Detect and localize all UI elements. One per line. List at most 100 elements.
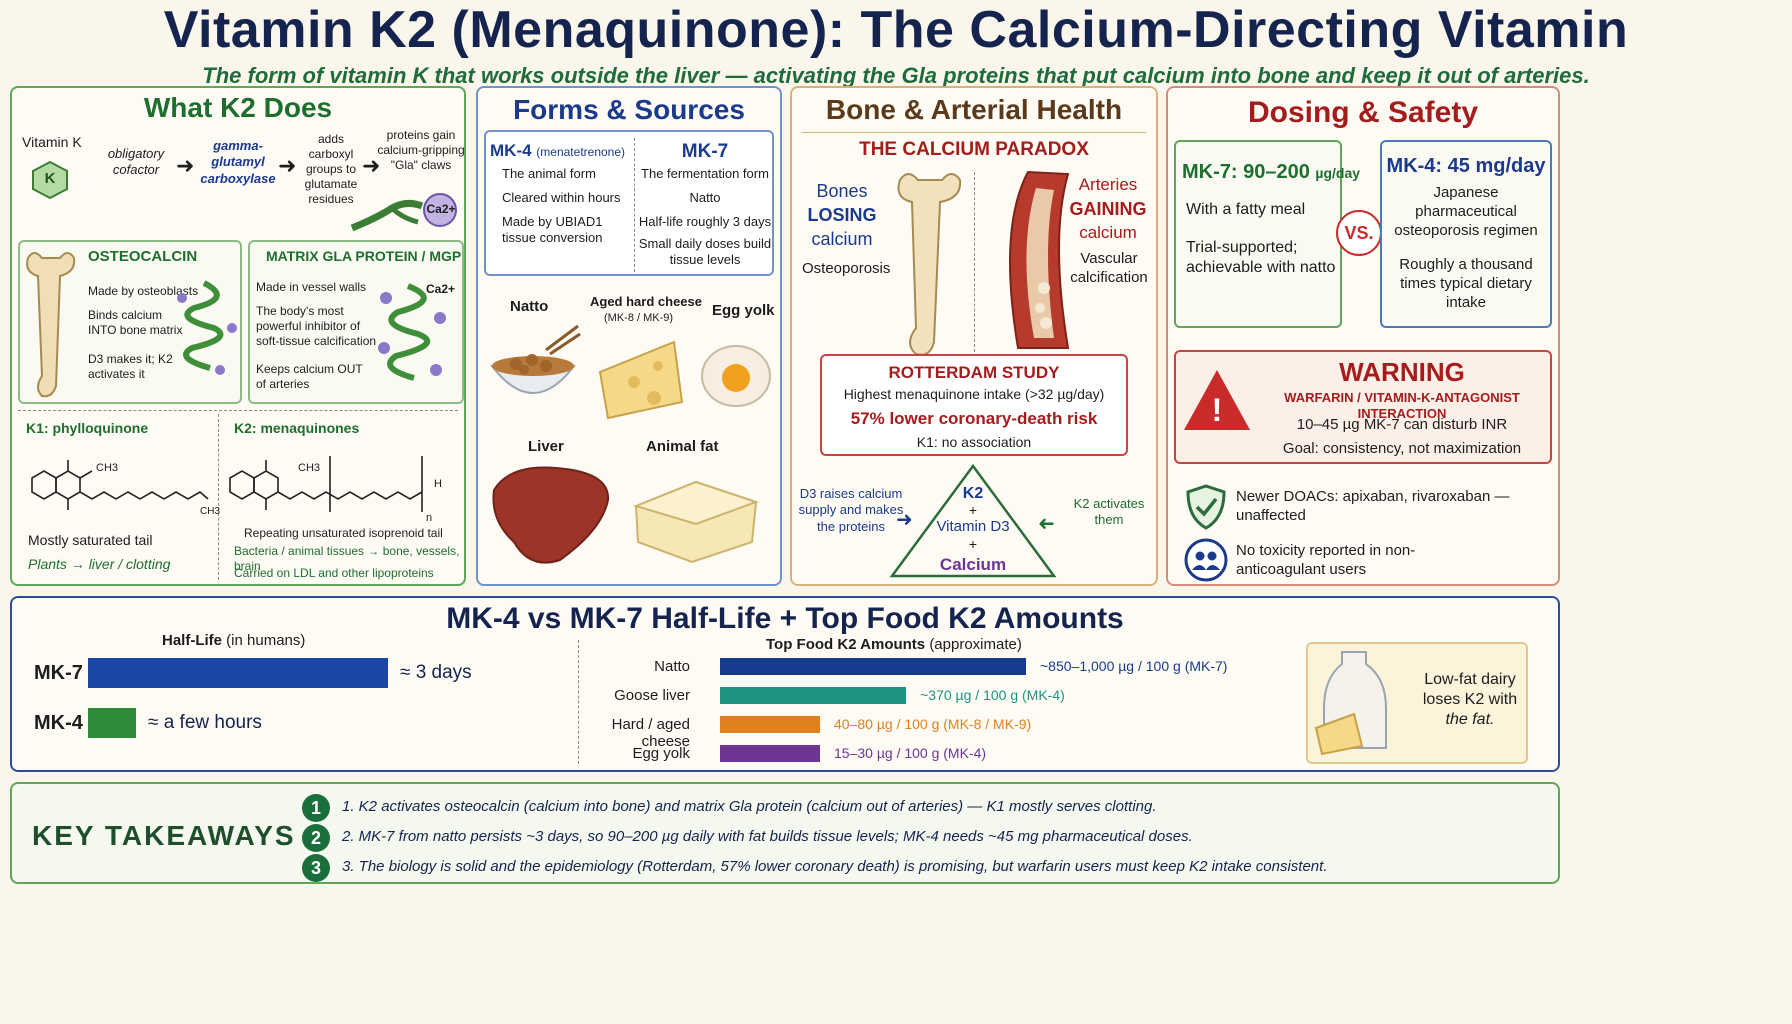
- k1-path-label: Plants → liver / clotting: [28, 556, 171, 572]
- triangle-calcium: Calcium: [939, 555, 1007, 574]
- arrow-icon: ➜: [278, 153, 297, 178]
- takeaway-item: 3. The biology is solid and the epidemio…: [342, 858, 1328, 875]
- vs-label: VS.: [1344, 223, 1374, 243]
- mk4-dose-box: [1380, 140, 1552, 328]
- k2-carried-label: Carried on LDL and other lipoproteins: [234, 566, 434, 580]
- takeaways-panel: KEY TAKEAWAYS 1 1. K2 activates osteocal…: [10, 782, 1560, 884]
- k2-note: K2 activates them: [1073, 496, 1145, 528]
- mgp-line3: Keeps calcium OUT of arteries: [256, 362, 363, 391]
- osteocalcin-line3: D3 makes it; K2 activates it: [88, 352, 173, 381]
- gaining-label: GAINING: [1069, 199, 1147, 219]
- egg-label: Egg yolk: [712, 302, 775, 319]
- divider: [634, 138, 635, 272]
- mk4-line2: Cleared within hours: [502, 190, 621, 205]
- mk4-dose-line2: Roughly a thousand times typical dietary…: [1399, 256, 1533, 311]
- warning-title: WARNING: [1339, 357, 1465, 387]
- bar-value-label: 40–80 µg / 100 g (MK-8 / MK-9): [834, 716, 1032, 732]
- protein-coil-icon: [177, 280, 237, 375]
- panel-title: Bone & Arterial Health: [825, 94, 1123, 125]
- forms-sources-panel: Forms & Sources MK-4 (menatetrenone) The…: [476, 86, 782, 586]
- forms-compare-box: [484, 130, 774, 276]
- lowfat-text: Low-fat dairy loses K2 with: [1422, 671, 1518, 708]
- rotterdam-box: [820, 354, 1128, 456]
- warning-sub: WARFARIN / VITAMIN-K-ANTAGONIST INTERACT…: [1284, 390, 1520, 422]
- bar-category-label: MK-7: [34, 662, 83, 684]
- arrow-icon: ➜: [176, 153, 195, 178]
- k2-title: K2: menaquinones: [234, 420, 360, 436]
- cheese-label: Aged hard cheese: [590, 294, 702, 309]
- bar: [720, 658, 1026, 675]
- bar: [720, 687, 907, 704]
- bar-category-label: MK-4: [34, 712, 83, 734]
- bar: [720, 745, 820, 762]
- mk4-dose-line1: Japanese pharmaceutical osteoporosis reg…: [1394, 184, 1538, 239]
- takeaway-item: 1. K2 activates osteocalcin (calcium int…: [342, 798, 1157, 815]
- rotterdam-line1: Highest menaquinone intake (>32 µg/day): [843, 386, 1105, 402]
- d3-note: D3 raises calcium supply and makes the p…: [798, 486, 904, 534]
- users-icon: [1184, 538, 1228, 582]
- mk4-line3: Made by UBIAD1 tissue conversion: [502, 214, 603, 246]
- bar-category-label: Goose liver: [614, 687, 690, 704]
- mk7-line1: The fermentation form: [641, 166, 769, 181]
- rotterdam-line2: 57% lower coronary-death risk: [850, 409, 1098, 428]
- arrow-icon: ➜: [1038, 513, 1055, 535]
- mk4-dose-title: MK-4: 45 mg/day: [1386, 155, 1546, 177]
- milk-jug-icon: [1314, 651, 1387, 756]
- takeaway-number: 2: [302, 824, 330, 852]
- lowfat-note: Low-fat dairy loses K2 with the fat.: [1416, 670, 1524, 730]
- adds-carboxyl-label: adds carboxyl groups to glutamate residu…: [304, 132, 358, 206]
- bar-value-label: ~850–1,000 µg / 100 g (MK-7): [1040, 658, 1228, 674]
- mk4-name: MK-4: [490, 141, 532, 160]
- vascular-label: Vascular calcification: [1070, 250, 1148, 286]
- synergy-triangle: [889, 463, 1057, 578]
- k2-ch3-label: CH3: [298, 462, 321, 474]
- shield-check-icon: [1186, 484, 1226, 530]
- mk4-sub: (menatetrenone): [536, 145, 626, 159]
- ca-label: Ca2+: [426, 202, 456, 216]
- mgp-box: [248, 240, 464, 404]
- warning-icon-glyph: !: [1211, 392, 1223, 428]
- divider: [578, 640, 579, 764]
- k2-molecule-diagram: [229, 456, 423, 512]
- bar: [88, 658, 388, 688]
- arteries-calcium-label: calcium: [1079, 223, 1137, 242]
- bar: [88, 708, 136, 738]
- lowfat-em: the fat.: [1445, 711, 1495, 728]
- bar-category-label: Natto: [654, 658, 690, 675]
- liver-icon: [492, 466, 610, 564]
- cheese-sub-label: (MK-8 / MK-9): [604, 312, 674, 324]
- triangle-plus-2: +: [968, 536, 978, 552]
- animal-fat-icon: [632, 480, 760, 564]
- losing-label: LOSING: [807, 205, 877, 225]
- osteocalcin-line2: Binds calcium INTO bone matrix: [88, 308, 183, 337]
- dosing-safety-panel: Dosing & Safety MK-7: 90–200 µg/day With…: [1166, 86, 1560, 586]
- divider: [218, 414, 219, 580]
- mk7-line2: Natto: [689, 190, 721, 205]
- k1-ch3-top: CH3: [96, 462, 119, 474]
- mk7-line4: Small daily doses build tissue levels: [638, 236, 772, 268]
- arrow-icon: ➜: [362, 153, 381, 178]
- warning-triangle-icon: [1184, 370, 1250, 430]
- k2-h-label: H: [434, 478, 442, 490]
- k2-n-label: n: [426, 512, 433, 524]
- k2-path-label: Bacteria / animal tissues → bone, vessel…: [234, 544, 460, 573]
- bone-icon: [26, 252, 76, 398]
- toxicity-note: No toxicity reported in non-anticoagulan…: [1236, 542, 1416, 578]
- doacs-note: Newer DOACs: apixaban, rivaroxaban — una…: [1236, 488, 1510, 524]
- osteocalcin-title: OSTEOCALCIN: [88, 248, 198, 265]
- divider: [802, 132, 1146, 133]
- bones-calcium-label: calcium: [811, 229, 873, 249]
- mk7-dose-unit: µg/day: [1315, 165, 1361, 181]
- bone-arterial-panel: Bone & Arterial Health THE CALCIUM PARAD…: [790, 86, 1158, 586]
- mk7-dose-box: [1174, 140, 1342, 328]
- mk7-dose-line2: Trial-supported; achievable with natto: [1186, 239, 1336, 276]
- bar-category-label: Hard / aged cheese: [611, 716, 690, 750]
- mgp-line2: The body's most powerful inhibitor of so…: [256, 304, 377, 348]
- takeaway-item: 2. MK-7 from natto persists ~3 days, so …: [342, 828, 1193, 845]
- halflife-food-panel: MK-4 vs MK-7 Half-Life + Top Food K2 Amo…: [10, 596, 1560, 772]
- halflife-chart-title: Half-Life (in humans): [162, 632, 305, 651]
- k-badge: K: [44, 170, 56, 187]
- bone-icon: [897, 173, 962, 356]
- gla-claws-label: proteins gain calcium-gripping "Gla" cla…: [377, 128, 465, 172]
- food-title-sub: (approximate): [929, 636, 1022, 653]
